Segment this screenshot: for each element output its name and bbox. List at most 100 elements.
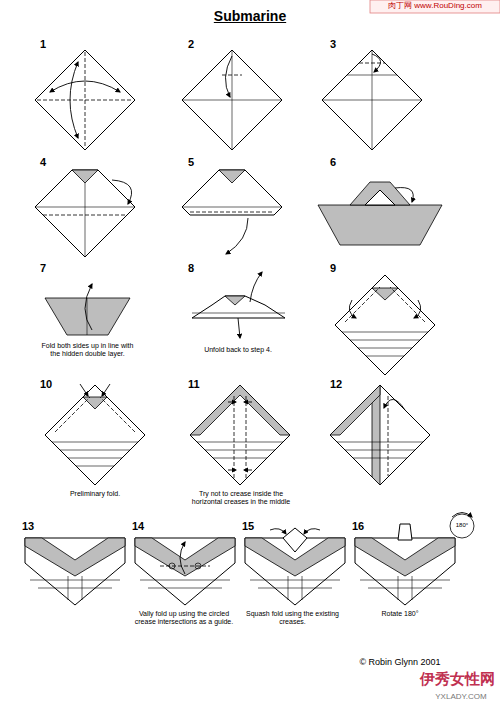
step-number: 4 <box>40 156 60 169</box>
fold-stroke <box>55 397 90 432</box>
fold-stroke <box>250 272 262 302</box>
step-note: Preliminary fold. <box>50 490 140 498</box>
fold-stroke <box>337 442 423 443</box>
fold-stroke <box>195 563 201 569</box>
fold-stroke <box>85 284 92 330</box>
fold-stroke <box>226 218 248 254</box>
fold-stroke <box>205 450 275 451</box>
fold-stroke <box>222 75 242 76</box>
fold-stroke <box>398 524 412 540</box>
fold-stroke <box>180 542 185 574</box>
fold-stroke <box>228 402 236 403</box>
fold-stroke <box>45 298 130 335</box>
fold-stroke <box>355 538 455 576</box>
fold-stroke <box>35 50 135 150</box>
fold-stroke <box>68 576 69 600</box>
copyright: © Robin Glynn 2001 <box>330 657 470 668</box>
fold-stroke <box>322 50 422 150</box>
fold-stroke <box>234 396 235 478</box>
step-number: 6 <box>330 156 350 169</box>
step-number: 12 <box>330 378 354 391</box>
fold-stroke <box>372 288 398 300</box>
diagram-title: Submarine <box>180 8 320 25</box>
fold-stroke <box>372 50 373 150</box>
fold-stroke <box>345 450 415 451</box>
fold-stroke <box>384 399 405 410</box>
fold-stroke <box>50 81 120 92</box>
fold-stroke <box>452 513 472 518</box>
fold-stroke <box>349 300 356 318</box>
fold-stroke <box>347 75 397 76</box>
fold-stroke <box>258 588 332 589</box>
step-6-figure <box>318 182 442 245</box>
step-9-figure <box>335 275 435 375</box>
fold-stroke <box>244 470 252 471</box>
step-note: Vally fold up using the circled crease i… <box>128 610 240 627</box>
fold-stroke <box>148 588 222 589</box>
fold-stroke <box>182 207 282 208</box>
fold-stroke <box>85 183 86 257</box>
fold-stroke <box>182 170 282 215</box>
watermark: YXLADY.COM <box>425 692 497 702</box>
fold-stroke <box>388 396 389 476</box>
step-14-figure <box>135 538 235 605</box>
fold-stroke <box>359 63 385 64</box>
fold-stroke <box>232 50 233 150</box>
fold-stroke <box>350 182 410 205</box>
step-note: Squash fold using the existing creases. <box>240 610 345 627</box>
fold-stroke <box>169 563 175 569</box>
fold-stroke <box>330 385 380 435</box>
fold-stroke <box>219 170 245 183</box>
step-7-figure <box>45 284 130 335</box>
fold-stroke <box>82 576 83 600</box>
fold-stroke <box>398 576 399 600</box>
step-number: 7 <box>40 262 60 275</box>
fold-stroke <box>250 580 340 581</box>
watermark: 伊秀女性网 <box>415 670 499 688</box>
fold-stroke <box>213 458 267 459</box>
step-number: 15 <box>242 520 266 533</box>
fold-stroke <box>197 442 283 443</box>
fold-stroke <box>390 287 425 322</box>
fold-stroke <box>30 580 120 581</box>
fold-stroke <box>102 384 110 396</box>
fold-stroke <box>412 576 413 600</box>
step-number: 16 <box>352 520 376 533</box>
fold-stroke <box>190 385 290 485</box>
fold-stroke <box>37 100 133 101</box>
fold-stroke <box>135 538 235 605</box>
fold-stroke <box>192 296 285 318</box>
step-note: Try not to crease inside the horizontal … <box>185 490 297 507</box>
watermark-box <box>370 0 500 13</box>
fold-stroke <box>80 384 88 396</box>
fold-stroke <box>353 458 407 459</box>
fold-stroke <box>360 580 450 581</box>
fold-stroke <box>358 348 412 349</box>
step-number: 13 <box>22 520 46 533</box>
fold-stroke <box>345 287 380 322</box>
fold-stroke <box>350 340 420 341</box>
step-number: 8 <box>188 262 208 275</box>
fold-stroke <box>355 538 455 605</box>
step-5-figure <box>182 170 282 254</box>
step-3-figure <box>322 50 422 150</box>
step-4-figure <box>35 170 135 257</box>
watermark: 肉丁网 www.RouDing.com <box>372 1 498 11</box>
step-note: Rotate 180° <box>355 610 445 618</box>
fold-stroke <box>283 528 307 552</box>
fold-stroke <box>182 50 282 150</box>
fold-stroke <box>366 356 404 357</box>
fold-stroke <box>70 62 78 138</box>
step-2-figure <box>182 50 282 150</box>
fold-stroke <box>238 318 240 338</box>
fold-stroke <box>270 529 286 534</box>
fold-stroke <box>83 397 107 409</box>
fold-stroke <box>368 588 442 589</box>
fold-stroke <box>225 56 232 97</box>
step-number: 9 <box>330 262 350 275</box>
fold-stroke <box>76 466 114 467</box>
step-note: Unfold back to step 4. <box>188 346 288 354</box>
fold-stroke <box>100 397 135 432</box>
fold-stroke <box>414 300 421 318</box>
